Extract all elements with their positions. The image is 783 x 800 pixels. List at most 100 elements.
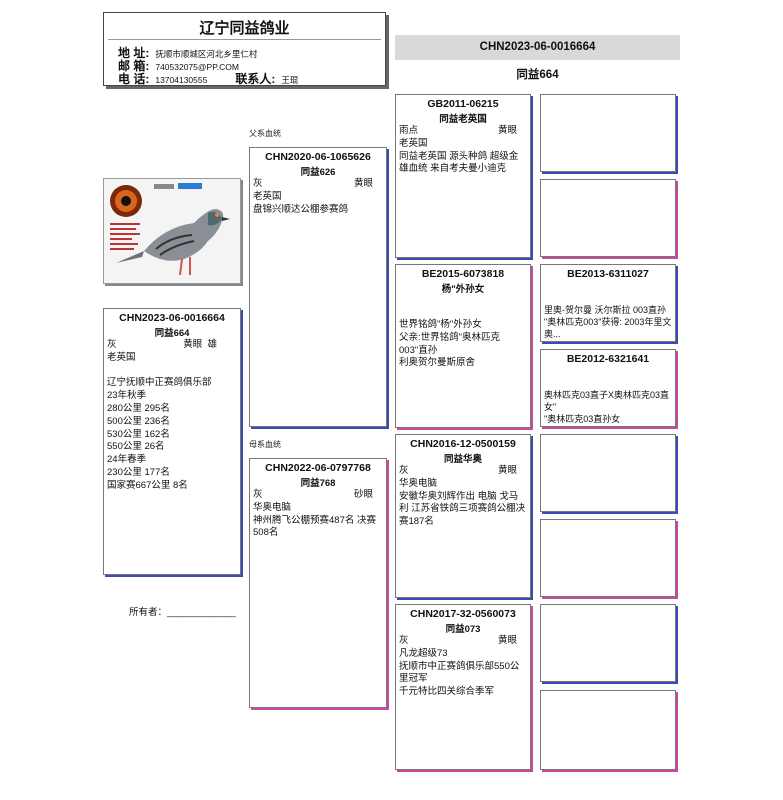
subject-ring-banner: CHN2023-06-0016664 — [395, 35, 680, 60]
email-row: 邮 箱: 740532075@PP.COM — [118, 57, 239, 74]
phone-label: 电 话: — [118, 72, 150, 86]
sire-dam-line: 父亲:世界铭鸽"奥林匹克003"直孙 — [399, 331, 501, 356]
dam-ring: CHN2022-06-0797768 — [265, 462, 371, 474]
subject-card: CHN2023-06-0016664 同益664 灰 黄眼 雄 老英国 辽宁抚顺… — [103, 308, 241, 575]
subject-color: 灰 — [107, 339, 117, 350]
subject-line: 24年春季 — [107, 454, 147, 466]
phone-value: 13704130555 — [155, 75, 208, 85]
ggp4-ring: BE2012-6321641 — [566, 353, 650, 365]
dam-sire-line: 安徽华奥刘辉作出 电脑 戈马利 江苏省铁鸽三项赛鸽公棚决赛187名 — [399, 490, 526, 528]
ggp-card-6 — [540, 519, 676, 597]
dam-color-eye: 灰 砂眼 — [250, 489, 386, 502]
ggp4-line: 奥林匹克03直子X奥林匹克03直女" — [544, 390, 670, 412]
sire-sire-eye: 黄眼 — [497, 125, 517, 136]
sire-sire-line: 同益老英国 源头种鸽 超级金雄血统 来自考夫曼小迪克 — [399, 150, 519, 175]
sire-sire-card: GB2011-06215 同益老英国 雨点 黄眼 老英国 同益老英国 源头种鸽 … — [395, 94, 531, 258]
subject-ring: CHN2023-06-0016664 — [119, 312, 225, 324]
sire-color: 灰 — [253, 178, 263, 189]
subject-line: 23年秋季 — [107, 390, 147, 402]
sire-sire-color-eye: 雨点 黄眼 — [396, 125, 530, 138]
ggp-card-8 — [540, 690, 676, 770]
dam-line-label: 母系血统 — [249, 440, 281, 449]
sire-line: 老英国 — [253, 190, 282, 202]
dam-card: CHN2022-06-0797768 同益768 灰 砂眼 华奥电脑 神州腾飞公… — [249, 458, 387, 708]
subject-sex: 雄 — [207, 339, 217, 350]
ggp-card-7 — [540, 604, 676, 682]
sire-dam-ring: BE2015-6073818 — [421, 268, 505, 280]
dam-dam-card: CHN2017-32-0560073 同益073 灰 黄眼 凡龙超级73 抚顺市… — [395, 604, 531, 770]
sire-card: CHN2020-06-1065626 同益626 灰 黄眼 老英国 盘锦兴顺达公… — [249, 147, 387, 427]
ggp-card-5 — [540, 434, 676, 512]
dam-sire-ring: CHN2016-12-0500159 — [410, 438, 516, 450]
sire-sire-name: 同益老英国 — [439, 114, 487, 125]
breeder-title: 辽宁同益鸽业 — [199, 20, 290, 37]
address-row: 地 址:抚顺市顺城区河北乡里仁村 — [118, 44, 257, 61]
sire-sire-color: 雨点 — [399, 125, 419, 136]
dam-dam-color: 灰 — [399, 635, 409, 646]
sire-eye: 黄眼 — [353, 178, 373, 189]
address-value: 抚顺市顺城区河北乡里仁村 — [155, 49, 258, 59]
sire-dam-spacer — [396, 295, 530, 319]
sire-dam-line: 世界铭鸽"杨"外孙女 — [399, 319, 482, 330]
subject-line: 国家赛667公里 8名 — [107, 479, 188, 491]
dam-sire-line: 华奥电脑 — [399, 477, 438, 489]
dam-sire-color: 灰 — [399, 465, 409, 476]
sire-dam-card: BE2015-6073818 杨"外孙女 世界铭鸽"杨"外孙女 父亲:世界铭鸽"… — [395, 264, 531, 428]
dam-line: 华奥电脑 — [253, 501, 292, 513]
sire-dam-line: 利奥贺尔曼斯原舍 — [399, 357, 476, 369]
subject-name: 同益664 — [154, 328, 190, 339]
sire-dam-name: 杨"外孙女 — [441, 284, 485, 295]
sire-sire-line: 老英国 — [399, 137, 428, 149]
subject-eye-sex: 黄眼 雄 — [183, 339, 227, 352]
ggp-card-2 — [540, 179, 676, 257]
ggp4-spacer — [541, 365, 675, 389]
subject-line: 老英国 — [107, 351, 136, 363]
ggp3-line: 里奥-贺尔曼 沃尔斯拉 003直孙 — [544, 305, 667, 315]
dam-dam-line: 千元特比四关综合季军 — [399, 686, 495, 698]
dam-dam-eye: 黄眼 — [497, 635, 517, 646]
ggp-card-3: BE2013-6311027 里奥-贺尔曼 沃尔斯拉 003直孙 "奥林匹克00… — [540, 264, 676, 342]
dam-sire-color-eye: 灰 黄眼 — [396, 465, 530, 478]
email-value: 740532075@PP.COM — [155, 62, 239, 72]
header-divider — [108, 39, 381, 40]
dam-dam-ring: CHN2017-32-0560073 — [410, 608, 516, 620]
dam-dam-line: 抚顺市中正赛鸽俱乐部550公里冠军 — [399, 660, 520, 685]
subject-line: 550公里 26名 — [107, 441, 165, 453]
ggp-card-4: BE2012-6321641 奥林匹克03直子X奥林匹克03直女" "奥林匹克0… — [540, 349, 676, 427]
subject-line: 辽宁抚顺中正赛鸽俱乐部 — [107, 377, 212, 389]
sire-name: 同益626 — [300, 167, 336, 178]
dam-sire-eye: 黄眼 — [497, 465, 517, 476]
subject-line: 500公里 236名 — [107, 415, 170, 427]
subject-line: 230公里 177名 — [107, 466, 170, 478]
subject-line: 530公里 162名 — [107, 428, 170, 440]
ggp3-ring: BE2013-6311027 — [567, 268, 649, 280]
sire-ring: CHN2020-06-1065626 — [265, 151, 371, 163]
subject-color-eye: 灰 黄眼 雄 — [104, 339, 240, 352]
owner-field: 所有者：_____________ — [129, 607, 236, 618]
dam-sire-name: 同益华奥 — [443, 454, 482, 465]
dam-dam-color-eye: 灰 黄眼 — [396, 635, 530, 648]
subject-eye: 黄眼 — [183, 339, 203, 350]
contact-value: 王琨 — [281, 75, 299, 85]
dam-line: 神州腾飞公棚预赛487名 决赛508名 — [253, 514, 376, 539]
subject-line — [104, 365, 240, 378]
dam-eye: 砂眼 — [353, 489, 373, 500]
dam-dam-name: 同益073 — [445, 624, 481, 635]
ggp4-line: "奥林匹克03直孙女 — [544, 414, 621, 424]
sire-sire-ring: GB2011-06215 — [427, 98, 499, 110]
sire-color-eye: 灰 黄眼 — [250, 178, 386, 191]
dam-color: 灰 — [253, 489, 263, 500]
subject-line: 280公里 295名 — [107, 402, 170, 414]
dam-dam-line: 凡龙超级73 — [399, 647, 448, 659]
pigeon-illustration — [104, 179, 240, 283]
subject-name-banner: 同益664 — [516, 69, 559, 81]
sire-line-label: 父系血统 — [249, 129, 281, 138]
dam-name: 同益768 — [300, 478, 336, 489]
ggp3-line: "奥林匹克003"获得: 2003年里文奥... — [544, 317, 672, 339]
ggp3-spacer — [541, 280, 675, 304]
email-label: 邮 箱: — [118, 59, 150, 73]
dam-sire-card: CHN2016-12-0500159 同益华奥 灰 黄眼 华奥电脑 安徽华奥刘辉… — [395, 434, 531, 598]
breeder-header: 辽宁同益鸽业 地 址:抚顺市顺城区河北乡里仁村 邮 箱: 740532075@PP… — [103, 12, 386, 86]
pigeon-photo — [103, 178, 241, 284]
